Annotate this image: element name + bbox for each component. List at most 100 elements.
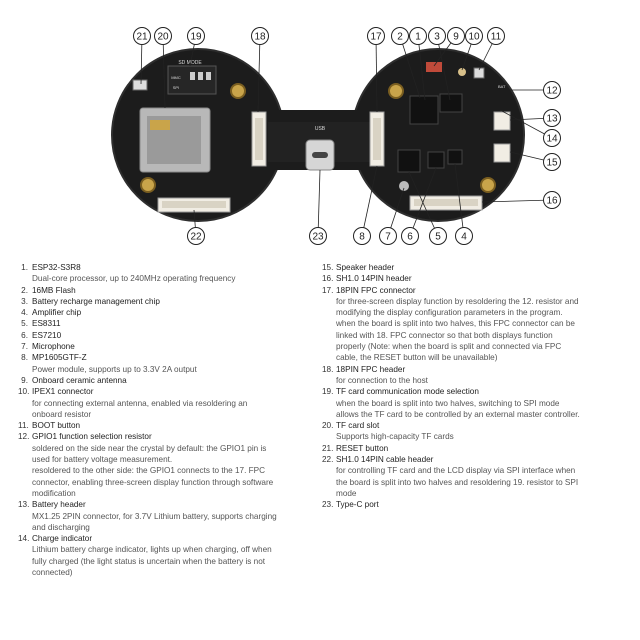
fpc-header-18	[251, 111, 267, 167]
legend-number: 15.	[322, 263, 334, 272]
callout-number: 6	[407, 232, 413, 243]
callout-line	[436, 35, 451, 101]
es8311-chip	[397, 149, 421, 173]
legend-item: 7.Microphone	[18, 341, 318, 352]
legend-desc: when the board is split into two halves,…	[336, 319, 575, 329]
callout-number: 9	[453, 32, 459, 43]
callout-line	[375, 35, 378, 113]
legend-desc: Lithium battery charge indicator, lights…	[32, 545, 272, 555]
legend-item: 15.Speaker header	[322, 262, 627, 273]
legend-title: 18PIN FPC header	[336, 364, 406, 374]
legend-item: 5. ES8311	[18, 318, 318, 329]
legend-desc: Supports high-capacity TF cards	[336, 432, 454, 442]
ceramic-antenna	[426, 62, 442, 72]
legend-desc: soldered on the side near the crystal by…	[32, 443, 267, 453]
legend-number: 19.	[322, 387, 334, 397]
callout-number: 20	[157, 32, 169, 43]
callout-number: 8	[359, 232, 365, 243]
ipex-connector	[458, 68, 466, 76]
callout-14: 14	[543, 129, 561, 147]
microphone	[399, 181, 409, 191]
legend-desc: connected)	[32, 568, 73, 578]
es7210-chip	[427, 151, 445, 169]
callout-7: 7	[379, 227, 397, 245]
legend-desc: Power module, supports up to 3.3V 2A out…	[32, 364, 197, 374]
callout-21: 21	[133, 27, 151, 45]
legend-number: 5.	[21, 319, 28, 329]
callout-number: 18	[254, 32, 266, 43]
legend-item: 4.Amplifier chip	[18, 307, 318, 318]
callout-number: 3	[434, 32, 440, 43]
legend-title: 18PIN FPC connector	[336, 285, 416, 295]
sh1-14pin-header	[409, 195, 483, 211]
legend-number: 7.	[21, 342, 28, 352]
callout-line	[417, 35, 426, 101]
callout-1: 1	[409, 27, 427, 45]
legend-title: Type-C port	[336, 500, 379, 510]
legend-number: 20.	[322, 421, 334, 431]
callout-2: 2	[391, 27, 409, 45]
callout-line	[408, 171, 439, 237]
mount-hole	[388, 83, 404, 99]
legend-desc: for three-screen display function by res…	[336, 296, 579, 306]
legend-desc: connector, enabling three-screen display…	[32, 477, 274, 487]
callout-number: 2	[397, 32, 403, 43]
legend-number: 14.	[18, 534, 30, 544]
legend-title: GPIO1 function selection resistor	[32, 432, 152, 442]
legend-number: 12.	[18, 432, 30, 442]
callout-number: 10	[468, 32, 480, 43]
legend-number: 4.	[21, 308, 28, 318]
legend-desc: onboard resistor	[32, 409, 92, 419]
legend-desc: fully charged (the light status is uncer…	[32, 556, 266, 566]
callout-number: 4	[461, 232, 467, 243]
callout-8: 8	[353, 227, 371, 245]
callout-number: 21	[136, 32, 148, 43]
bat-silk: BAT	[498, 84, 506, 89]
legend-title: Charge indicator	[32, 534, 93, 544]
sd-mode-jumper: SD MODE MMC SPI	[167, 60, 217, 95]
legend-desc: resoldered to the other side: the GPIO1 …	[32, 466, 266, 476]
legend-number: 18.	[322, 364, 334, 374]
legend-number: 23.	[322, 500, 334, 510]
mount-hole	[230, 83, 246, 99]
legend-title: MP1605GTF-Z	[32, 353, 87, 363]
callout-number: 17	[370, 32, 382, 43]
legend-title: ES7210	[32, 330, 62, 340]
legend-desc: for connection to the host	[336, 375, 428, 385]
callout-11: 11	[487, 27, 505, 45]
usb-silk: USB	[315, 126, 326, 132]
speaker-header	[493, 143, 511, 163]
callout-18: 18	[251, 27, 269, 45]
callout-number: 15	[546, 158, 558, 169]
callout-5: 5	[429, 227, 447, 245]
legend-number: 10.	[18, 387, 30, 397]
legend-title: Speaker header	[336, 263, 395, 272]
legend-desc: for controlling TF card and the LCD disp…	[336, 466, 576, 476]
fpc-connector-17	[369, 111, 385, 167]
esp32-chip	[409, 95, 439, 125]
legend-desc: for connecting external antenna, enabled…	[32, 398, 248, 408]
callout-line	[481, 199, 553, 203]
sh1-14pin-cable-header	[157, 197, 231, 213]
spi-silk: SPI	[173, 85, 179, 90]
legend-title: RESET button	[336, 443, 389, 453]
legend-desc: mode	[336, 488, 357, 498]
legend-title: Onboard ceramic antenna	[32, 375, 127, 385]
legend-title: 16MB Flash	[32, 285, 76, 295]
callout-15: 15	[543, 153, 561, 171]
legend-desc: properly (Note: when the board is split …	[336, 342, 562, 352]
callout-22: 22	[187, 227, 205, 245]
legend-item: 3.Battery recharge management chip	[18, 296, 318, 307]
legend-title: ES8311	[32, 319, 61, 329]
legend-item: 21.RESET button	[322, 443, 627, 454]
legend-title: Battery header	[32, 500, 86, 510]
legend-number: 1.	[21, 263, 28, 272]
legend-desc: the board is split into two halves and r…	[336, 477, 579, 487]
